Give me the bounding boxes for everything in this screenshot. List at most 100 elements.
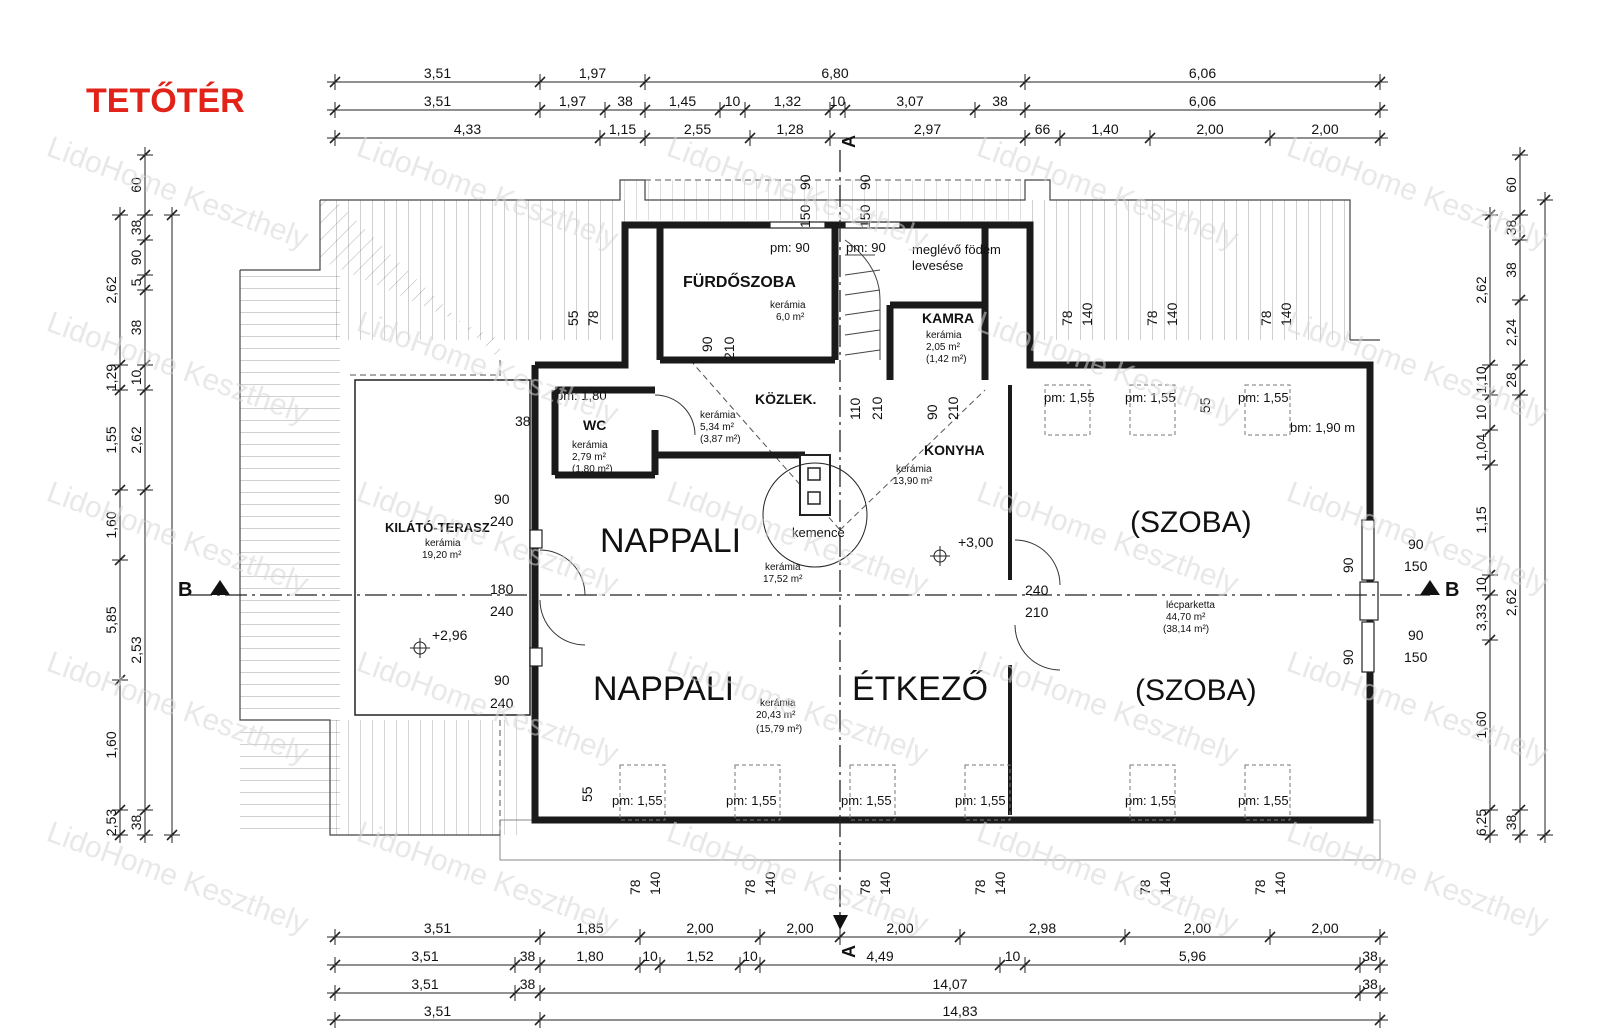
opening-90-j: 90: [1340, 649, 1356, 665]
dim-bottom-1-label: 2,00: [1184, 920, 1211, 936]
watermark-text: LidoHome Keszthely: [663, 646, 933, 771]
dim-right-1-label: 2,62: [1473, 276, 1489, 303]
opening-90-h: 90: [924, 404, 940, 420]
opening-150-e: 150: [797, 204, 813, 228]
dim-bottom-1-label: 2,00: [686, 920, 713, 936]
dim-bottom-2-label: 10: [1005, 948, 1021, 964]
room-area-wc: 2,79 m²: [572, 452, 607, 463]
dim-right-1-label: 3,33: [1473, 604, 1489, 631]
opening-90-i: 90: [1340, 557, 1356, 573]
room-area-terasz: 19,20 m²: [422, 550, 462, 561]
dim-right-2-label: 38: [1503, 220, 1519, 236]
dim-left-2-label: 90: [128, 250, 144, 266]
dim-bottom-2-label: 38: [520, 948, 536, 964]
opening-78-a: 78: [585, 310, 601, 326]
svg-text:140: 140: [1079, 302, 1095, 326]
room-name-nappali-1: NAPPALI: [600, 522, 741, 560]
watermark-text: LidoHome Keszthely: [1283, 476, 1553, 601]
opening-55-b: 55: [1197, 397, 1213, 413]
room-name-furdoszoba: FÜRDŐSZOBA: [683, 272, 796, 291]
dim-bottom-4-label: 3,51: [424, 1003, 451, 1019]
dim-top-1-label: 1,97: [579, 65, 606, 81]
opening-90-b: 90: [494, 672, 510, 688]
svg-text:140: 140: [647, 871, 663, 895]
room-material-terasz: kerámia: [425, 538, 461, 549]
room-material-nappali-2: kerámia: [760, 698, 796, 709]
dim-bottom-2-label: 38: [1362, 948, 1378, 964]
dim-top-1-label: 3,51: [424, 65, 451, 81]
dim-top-2-label: 3,07: [896, 93, 923, 109]
dim-left-1-label: 1,55: [103, 426, 119, 453]
note-pm155-5: pm: 1,55: [726, 793, 777, 808]
dim-bottom-3-label: 38: [1362, 976, 1378, 992]
svg-text:78: 78: [1059, 310, 1075, 326]
dim-top-1-label: 6,06: [1189, 65, 1216, 81]
dim-top-2-label: 38: [992, 93, 1008, 109]
opening-90-f: 90: [857, 174, 873, 190]
room-material-wc: kerámia: [572, 440, 608, 451]
dim-right-2-label: 38: [1503, 815, 1519, 831]
opening-240-c: 240: [490, 695, 514, 711]
svg-text:140: 140: [992, 871, 1008, 895]
room-area-kozlek: 5,34 m²: [700, 422, 735, 433]
section-mark-a-top: A: [839, 135, 859, 148]
note-pm155-2: pm: 1,55: [1125, 390, 1176, 405]
svg-text:140: 140: [1278, 302, 1294, 326]
roof-outline: [239, 179, 1380, 836]
dim-left-1-label: 5,85: [103, 606, 119, 633]
dim-bottom-2-label: 1,52: [686, 948, 713, 964]
dim-bottom-1-label: 2,00: [886, 920, 913, 936]
dim-right-1-label: 10: [1473, 405, 1489, 421]
dim-top-2-label: 10: [725, 93, 741, 109]
opening-180: 180: [490, 581, 514, 597]
room-area2-wc: (1,80 m²): [572, 464, 613, 475]
dim-top-3-label: 2,00: [1196, 121, 1223, 137]
opening-150-f: 150: [857, 204, 873, 228]
watermark-text: LidoHome Keszthely: [973, 646, 1243, 771]
dim-top-3-label: 2,97: [914, 121, 941, 137]
note-kemence: kemence: [792, 525, 845, 540]
dim-top-2-label: 1,97: [559, 93, 586, 109]
note-meglevo-1: meglévő födém: [912, 242, 1001, 257]
dim-right-2-label: 2,62: [1503, 589, 1519, 616]
walls: [531, 221, 1374, 824]
dim-top-2-label: 3,51: [424, 93, 451, 109]
windows: [529, 221, 1379, 673]
level-markers: [410, 546, 950, 658]
dim-top-2-label: 1,32: [774, 93, 801, 109]
room-name-kozlek: KÖZLEK.: [755, 391, 816, 407]
svg-text:78: 78: [972, 879, 988, 895]
opening-210-h: 210: [869, 396, 885, 420]
terrace-area: [354, 379, 531, 716]
dim-left-2-label: 38: [128, 815, 144, 831]
svg-text:78: 78: [1137, 879, 1153, 895]
dim-bottom-1-label: 2,00: [1311, 920, 1338, 936]
note-pm180: pm: 1,80: [556, 388, 607, 403]
dim-bottom-1-label: 2,00: [786, 920, 813, 936]
svg-text:78: 78: [1144, 310, 1160, 326]
room-area2-kozlek: (3,87 m²): [700, 434, 741, 445]
dim-bottom-3-label: 3,51: [411, 976, 438, 992]
dim-right-2-label: 28: [1503, 372, 1519, 388]
dim-left-2-label: 2,62: [128, 426, 144, 453]
svg-text:140: 140: [1164, 302, 1180, 326]
dim-bottom-4-label: 14,83: [942, 1003, 977, 1019]
opening-240-d: 240: [1025, 582, 1049, 598]
room-name-konyha: KONYHA: [924, 442, 985, 458]
dim-bottom-2-label: 4,49: [866, 948, 893, 964]
opening-55-a: 55: [565, 310, 581, 326]
opening-150-d: 150: [1404, 649, 1428, 665]
dim-top-2-label: 1,45: [669, 93, 696, 109]
room-area2-kamra: (1,42 m²): [926, 354, 967, 365]
fireplace: [762, 454, 868, 568]
note-bm: bm: 1,90 m: [1290, 420, 1355, 435]
dim-top-3-label: 1,40: [1091, 121, 1118, 137]
note-pm155-3: pm: 1,55: [1238, 390, 1289, 405]
dim-right-2-label: 2,24: [1503, 319, 1519, 346]
roof-windows: [619, 384, 1291, 821]
note-pm155-6: pm: 1,55: [841, 793, 892, 808]
note-pm155-7: pm: 1,55: [955, 793, 1006, 808]
room-name-etkezo: ÉTKEZŐ: [852, 670, 988, 708]
dim-bottom-2-label: 10: [742, 948, 758, 964]
